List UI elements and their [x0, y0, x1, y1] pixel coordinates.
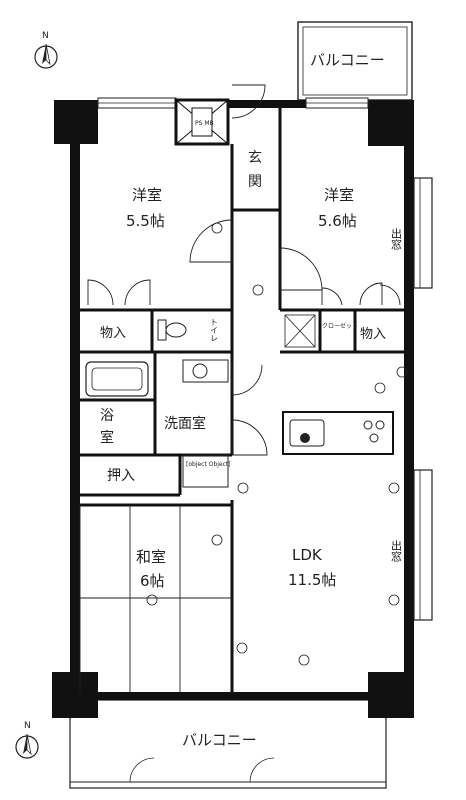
toilet-label: トイレ — [210, 318, 219, 342]
closet-label: クローゼット — [322, 322, 358, 330]
storage-right-label: 物入 — [360, 327, 386, 342]
water-heater-box: [object Object] — [182, 454, 231, 488]
bay-window-label-lower: 出窓 — [390, 539, 403, 562]
ps-mb-box: PS MB — [174, 98, 230, 146]
top-balcony: バルコニー — [297, 21, 413, 101]
japanese-room-size: 6帖 — [140, 572, 165, 590]
closet-x-box — [284, 314, 316, 348]
western-room-right-name: 洋室 — [324, 186, 354, 204]
north-compass-bottom: N — [15, 721, 39, 759]
japanese-room-name: 和室 — [136, 548, 166, 566]
tatami-lines — [79, 505, 232, 692]
bottom-balcony-label: バルコニー — [182, 731, 257, 749]
ldk-name: LDK — [292, 546, 323, 564]
doors — [87, 84, 401, 456]
toilet-fixture — [157, 319, 187, 341]
bath-label-2: 室 — [100, 429, 114, 446]
washroom-label: 洗面室 — [164, 415, 206, 432]
bottom-balcony: バルコニー — [69, 699, 387, 789]
bay-window-label-upper: 出窓 — [390, 227, 403, 250]
bay-window-upper: 出窓 — [390, 177, 433, 289]
bay-window-lower: 出窓 — [390, 469, 433, 621]
ldk-size: 11.5帖 — [288, 571, 336, 589]
bath-label-1: 浴 — [100, 408, 114, 424]
western-room-right-size: 5.6帖 — [318, 212, 357, 230]
oshiire-label: 押入 — [107, 468, 135, 484]
washbasin — [182, 359, 229, 383]
kitchen-sink — [289, 419, 325, 447]
ps-mb-label: PS MB — [195, 120, 214, 127]
western-room-left-size: 5.5帖 — [126, 212, 165, 230]
water-heater-label: [object Object] — [186, 461, 231, 468]
north-label-bottom: N — [24, 721, 31, 731]
entrance-label-1: 玄 — [248, 149, 262, 166]
entrance-label-2: 関 — [248, 174, 262, 190]
outlet-symbols — [146, 222, 408, 666]
western-room-left-name: 洋室 — [132, 186, 162, 204]
bathtub — [85, 361, 149, 397]
interior-walls — [80, 108, 404, 692]
top-balcony-label: バルコニー — [310, 51, 385, 69]
storage-left-label: 物入 — [100, 326, 126, 341]
top-window-left — [97, 97, 177, 109]
north-compass-top: N — [34, 31, 58, 69]
stove — [363, 420, 385, 443]
top-window-right — [305, 97, 369, 109]
north-label-top: N — [42, 31, 49, 41]
